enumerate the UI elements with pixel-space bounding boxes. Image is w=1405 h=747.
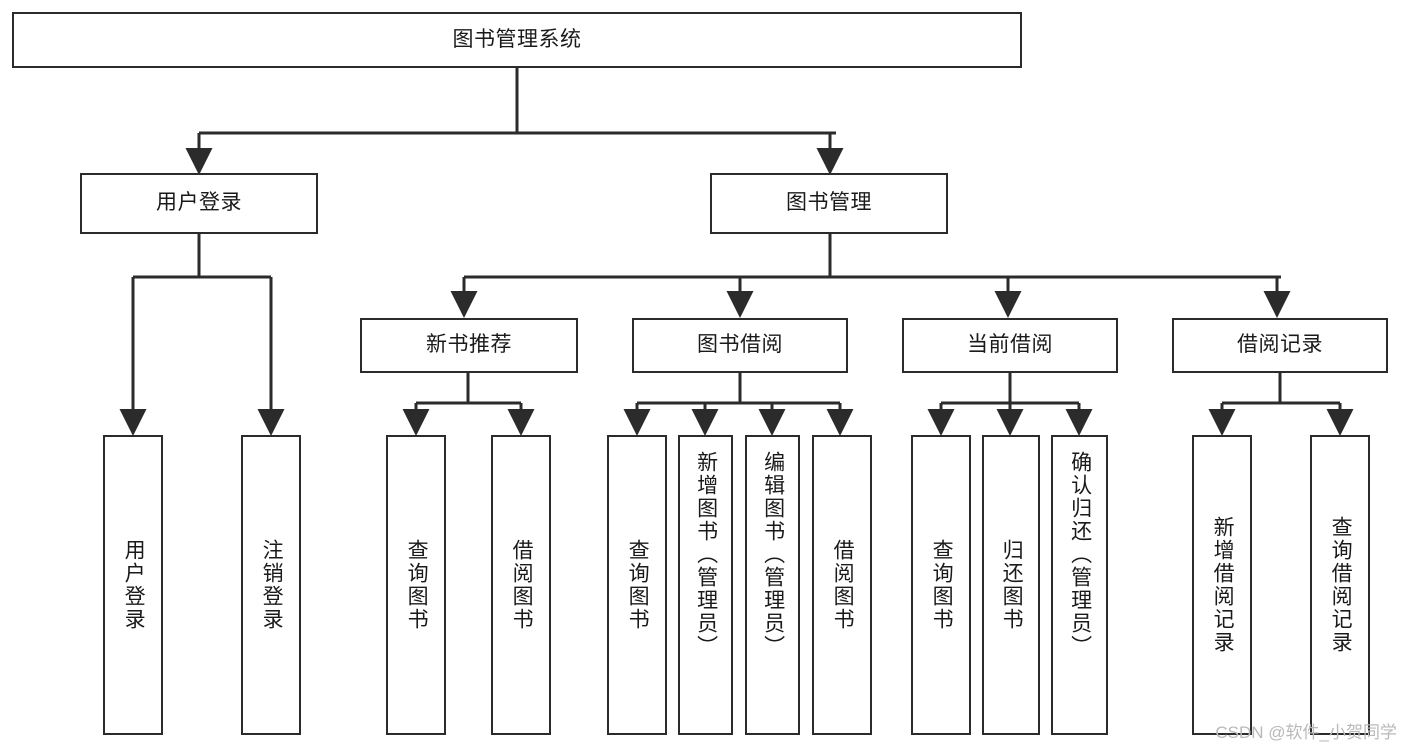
node-borrow-record[interactable]: 借阅记录 (1172, 318, 1388, 373)
node-leaf-add-book-label: 新增图书（管理员） (694, 451, 718, 658)
node-leaf-edit-book[interactable]: 编辑图书（管理员） (745, 435, 800, 735)
node-new-book-rec[interactable]: 新书推荐 (360, 318, 578, 373)
node-user-login-label: 用户登录 (156, 191, 242, 215)
node-leaf-add-record-label: 新增借阅记录 (1211, 516, 1235, 654)
node-book-borrow[interactable]: 图书借阅 (632, 318, 848, 373)
node-leaf-query-book-3-label: 查询图书 (930, 539, 954, 631)
node-leaf-query-book-3[interactable]: 查询图书 (911, 435, 971, 735)
node-leaf-borrow-book-1-label: 借阅图书 (510, 539, 534, 631)
node-root-label: 图书管理系统 (452, 27, 582, 51)
node-leaf-confirm-return-label: 确认归还（管理员） (1068, 451, 1092, 658)
node-leaf-user-login-label: 用户登录 (122, 539, 146, 631)
node-leaf-query-record[interactable]: 查询借阅记录 (1310, 435, 1370, 735)
node-book-manage[interactable]: 图书管理 (710, 173, 948, 234)
node-leaf-logout[interactable]: 注销登录 (241, 435, 301, 735)
node-leaf-logout-label: 注销登录 (260, 539, 284, 631)
node-leaf-query-book-1[interactable]: 查询图书 (386, 435, 446, 735)
node-leaf-query-book-1-label: 查询图书 (405, 539, 429, 631)
node-leaf-confirm-return[interactable]: 确认归还（管理员） (1051, 435, 1108, 735)
node-current-borrow[interactable]: 当前借阅 (902, 318, 1118, 373)
node-leaf-query-book-2[interactable]: 查询图书 (607, 435, 667, 735)
node-leaf-add-record[interactable]: 新增借阅记录 (1192, 435, 1252, 735)
node-leaf-query-book-2-label: 查询图书 (626, 539, 650, 631)
node-book-borrow-label: 图书借阅 (697, 333, 783, 357)
node-leaf-query-record-label: 查询借阅记录 (1329, 516, 1353, 654)
node-current-borrow-label: 当前借阅 (967, 333, 1053, 357)
node-new-book-rec-label: 新书推荐 (426, 333, 512, 357)
node-book-manage-label: 图书管理 (786, 191, 872, 215)
node-leaf-return-book[interactable]: 归还图书 (982, 435, 1040, 735)
node-leaf-borrow-book-1[interactable]: 借阅图书 (491, 435, 551, 735)
node-leaf-user-login[interactable]: 用户登录 (103, 435, 163, 735)
node-leaf-edit-book-label: 编辑图书（管理员） (761, 451, 785, 658)
node-borrow-record-label: 借阅记录 (1237, 333, 1323, 357)
node-leaf-return-book-label: 归还图书 (1000, 539, 1024, 631)
node-leaf-borrow-book-2-label: 借阅图书 (831, 539, 855, 631)
node-root[interactable]: 图书管理系统 (12, 12, 1022, 68)
node-leaf-borrow-book-2[interactable]: 借阅图书 (812, 435, 872, 735)
node-user-login[interactable]: 用户登录 (80, 173, 318, 234)
csdn-watermark: CSDN @软件_小贺同学 (1215, 723, 1397, 742)
node-leaf-add-book[interactable]: 新增图书（管理员） (678, 435, 733, 735)
